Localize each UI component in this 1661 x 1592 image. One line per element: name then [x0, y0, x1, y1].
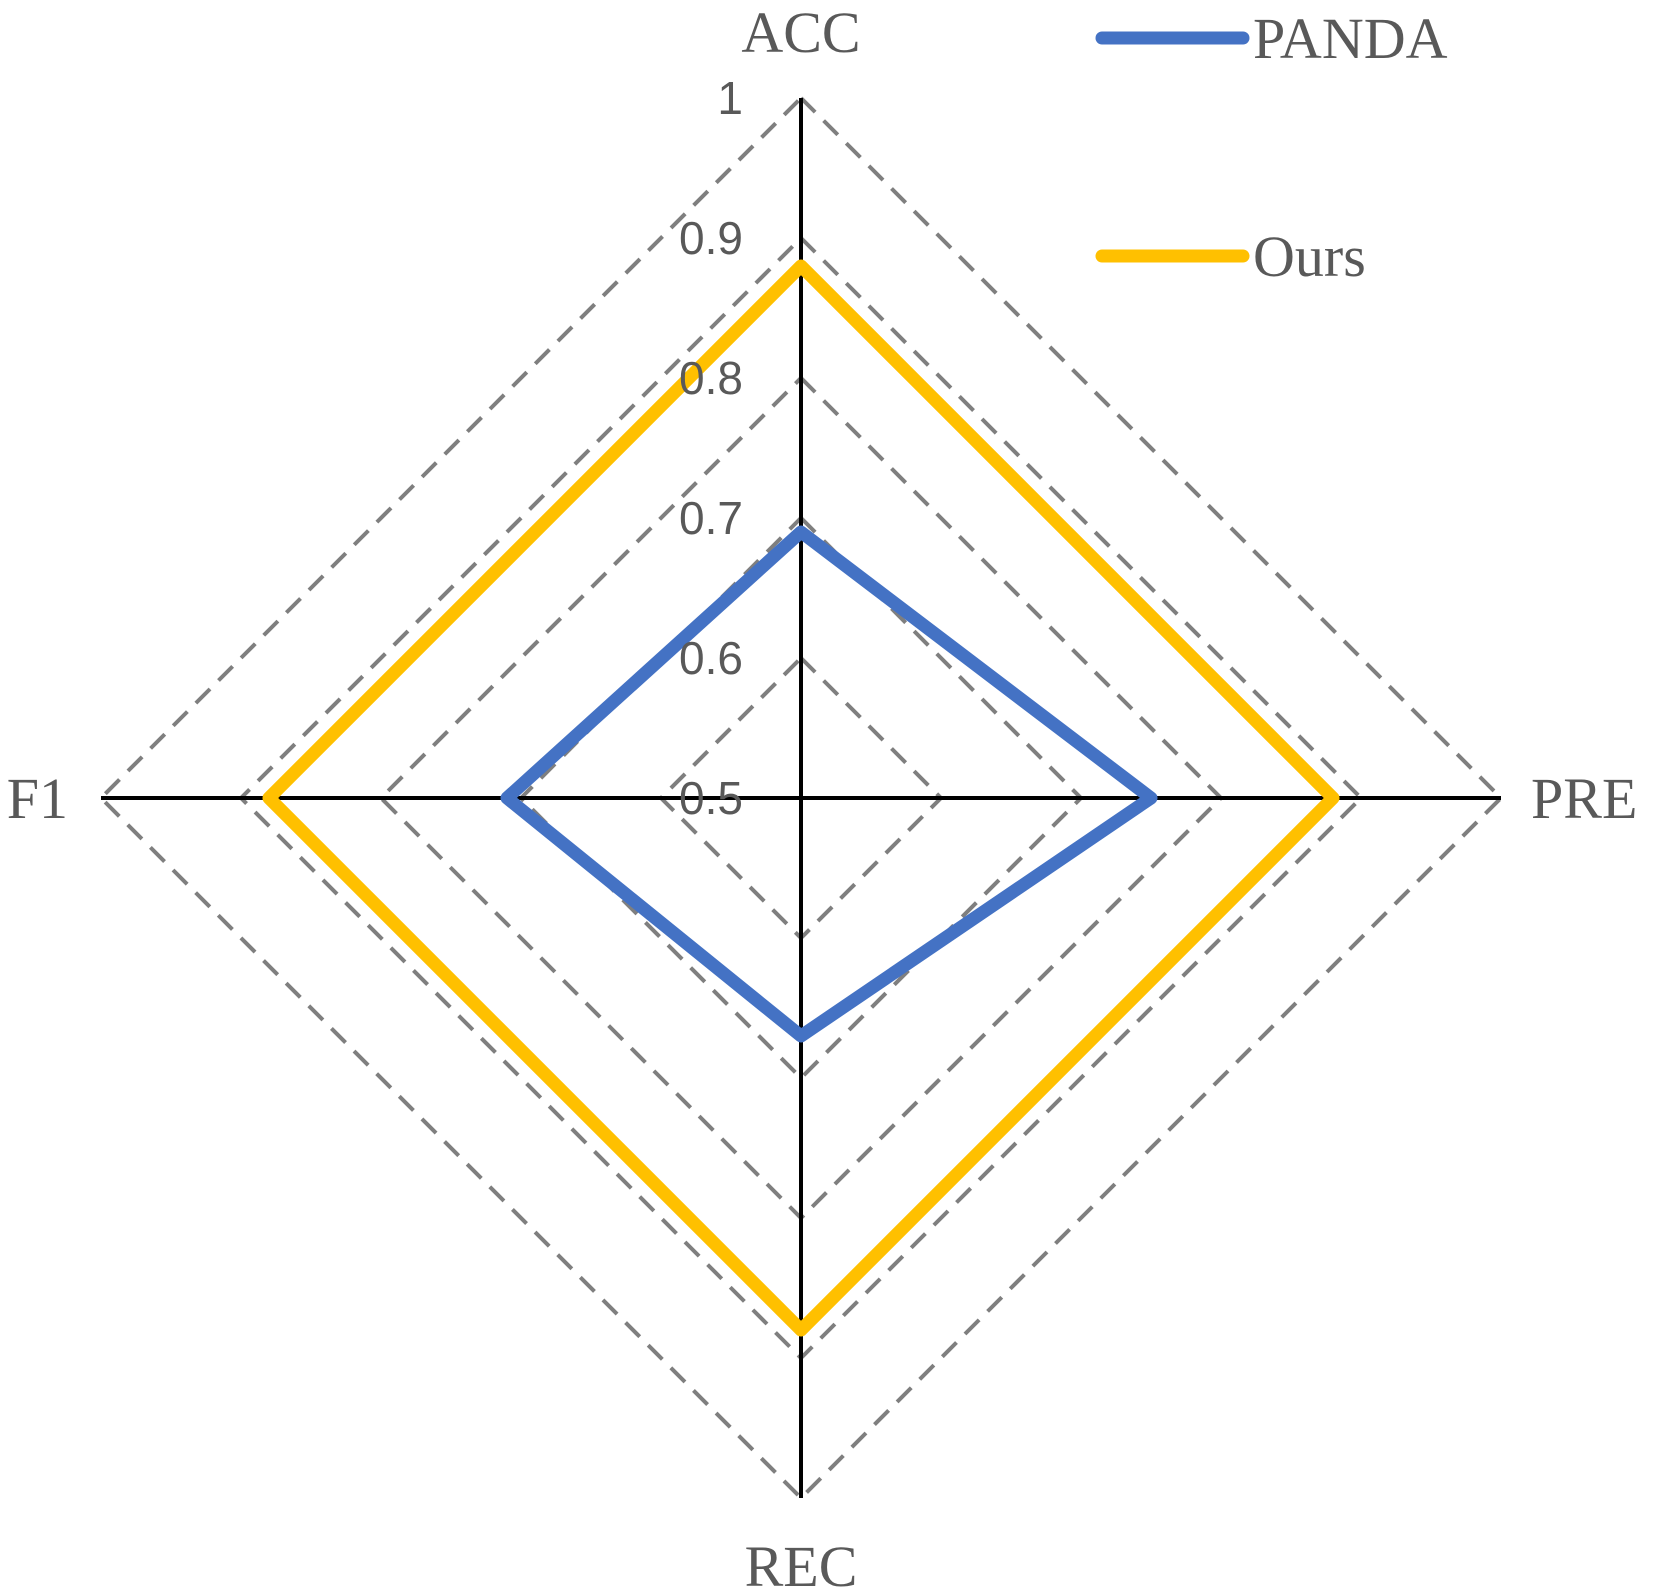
radar-series	[262, 259, 1340, 1337]
tick-label-1: 0.6	[679, 632, 743, 684]
tick-label-2: 0.7	[679, 492, 743, 544]
tick-label-4: 0.9	[679, 212, 743, 264]
grid-ring-5	[98, 95, 1504, 1501]
axis-label-f1: F1	[7, 766, 68, 831]
tick-label-0: 0.5	[679, 772, 743, 824]
axis-label-rec: REC	[745, 1534, 858, 1592]
tick-labels: 0.5 0.6 0.7 0.8 0.9 1	[679, 72, 743, 824]
legend-label-panda: PANDA	[1253, 6, 1448, 71]
legend: PANDA Ours	[1095, 6, 1448, 289]
legend-label-ours: Ours	[1253, 224, 1366, 289]
tick-label-5: 1	[717, 72, 743, 124]
axis-labels: ACC PRE REC F1	[7, 0, 1638, 1592]
radar-axes	[101, 98, 1501, 1498]
axis-label-acc: ACC	[741, 0, 860, 65]
tick-label-3: 0.8	[679, 352, 743, 404]
series-panda-polygon	[500, 525, 1158, 1043]
axis-label-pre: PRE	[1531, 766, 1637, 831]
